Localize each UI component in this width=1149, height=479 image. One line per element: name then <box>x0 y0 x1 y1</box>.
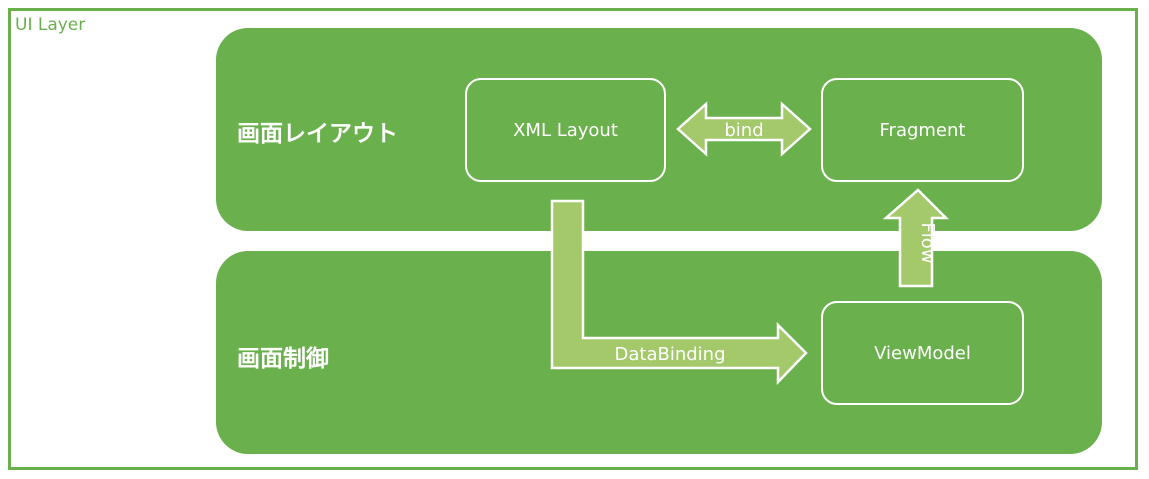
layer-label-screen-layout: 画面レイアウト <box>237 121 398 147</box>
node-fragment: Fragment <box>821 78 1024 182</box>
ui-layer-frame <box>8 8 1138 470</box>
node-fragment-label: Fragment <box>879 119 966 141</box>
edge-databinding-label: DataBinding <box>615 344 726 365</box>
edge-databinding-arrow <box>550 199 808 386</box>
layer-label-screen-control: 画面制御 <box>237 346 329 372</box>
ui-layer-label: UI Layer <box>15 15 86 35</box>
node-xml-layout-label: XML Layout <box>513 119 618 141</box>
node-viewmodel-label: ViewModel <box>874 342 971 364</box>
node-xml-layout: XML Layout <box>465 78 666 182</box>
edge-bind-label: bind <box>724 120 763 141</box>
edge-bind-arrow <box>676 101 812 157</box>
edge-flow-arrow <box>882 188 950 288</box>
edge-flow-label: Flow <box>917 222 938 263</box>
node-viewmodel: ViewModel <box>821 301 1024 405</box>
